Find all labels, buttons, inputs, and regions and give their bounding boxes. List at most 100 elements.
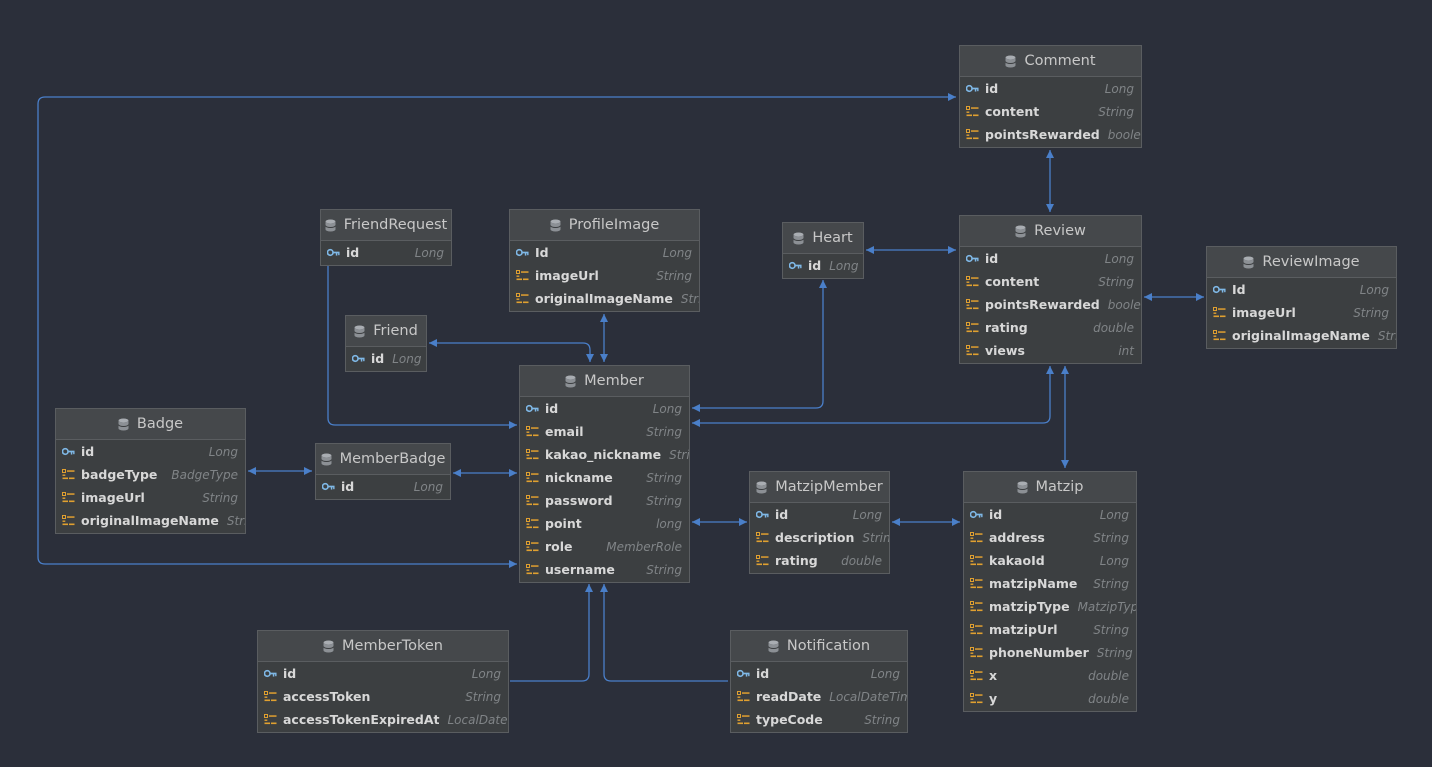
field-row[interactable]: originalImageNameString: [56, 509, 245, 532]
entity-matzip-member[interactable]: MatzipMemberidLongdescriptionStringratin…: [749, 471, 890, 574]
key-icon: [737, 669, 750, 678]
arrow-head: [429, 339, 437, 347]
key-icon: [966, 84, 979, 93]
field-row[interactable]: pointsRewardedboolean: [960, 293, 1141, 316]
field-type: Long: [652, 401, 682, 416]
field-type: MemberRole: [606, 539, 682, 554]
field-type: String: [1353, 305, 1389, 320]
key-icon: [264, 669, 277, 678]
column-icon: [966, 322, 979, 333]
field-type: long: [656, 516, 682, 531]
field-row[interactable]: id Long: [316, 475, 450, 498]
entity-notification[interactable]: NotificationidLongreadDateLocalDateTimet…: [730, 630, 908, 733]
field-name: id: [985, 81, 999, 96]
field-name: id: [985, 251, 999, 266]
field-type: Long: [413, 479, 443, 494]
column-icon: [62, 492, 75, 503]
field-row[interactable]: matzipTypeMatzipType: [964, 595, 1136, 618]
key-icon: [516, 248, 529, 257]
entity-header: MemberToken: [258, 631, 508, 662]
field-name: id: [341, 479, 355, 494]
relation-member-badge-member: [453, 469, 517, 477]
column-icon: [526, 541, 539, 552]
field-row[interactable]: originalImageNameString: [1207, 324, 1396, 347]
field-type: String: [226, 513, 245, 528]
database-icon: [793, 232, 805, 244]
field-row[interactable]: originalImageNameString: [510, 287, 699, 310]
field-row[interactable]: accessTokenExpiredAtLocalDateTime: [258, 708, 508, 731]
field-type: String: [1093, 576, 1129, 591]
field-name: originalImageName: [1232, 328, 1370, 343]
field-name: accessTokenExpiredAt: [283, 712, 440, 727]
relation-line: [692, 366, 1051, 424]
field-name: pointsRewarded: [985, 297, 1100, 312]
field-name: views: [985, 343, 1025, 358]
field-type: Long: [414, 245, 444, 260]
relation-line: [603, 584, 728, 682]
field-row[interactable]: pointsRewardedboolean: [960, 123, 1141, 146]
field-type: String: [646, 562, 682, 577]
field-row[interactable]: descriptionString: [750, 526, 889, 549]
relation-matzip-member-matzip: [892, 518, 960, 526]
database-icon: [1016, 481, 1028, 493]
relation-line: [429, 342, 591, 362]
entity-title: Review: [1034, 223, 1086, 239]
arrow-head: [509, 560, 517, 568]
relation-comment-review: [1046, 150, 1054, 212]
field-row[interactable]: readDateLocalDateTime: [731, 685, 907, 708]
entity-header: Comment: [960, 46, 1141, 77]
